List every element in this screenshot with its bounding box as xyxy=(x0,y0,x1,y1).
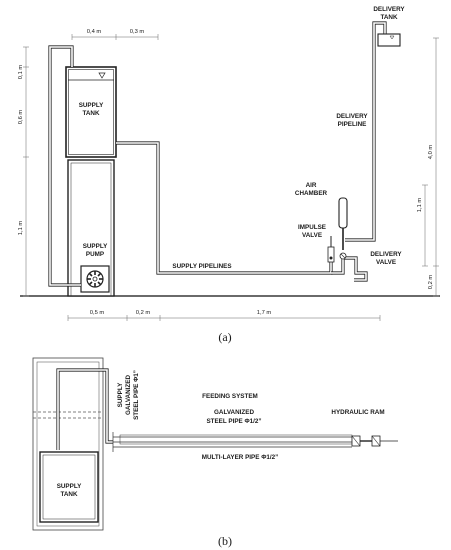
delivery-tank xyxy=(377,33,401,47)
supply-pipe-label-3: STEEL PIPE Φ1” xyxy=(133,370,140,420)
dim-bottom-3: 1,7 m xyxy=(257,310,272,316)
panel-a-elevation: SUPPLY TANK SUPPLY PUMP SUPPLY PIPELINES xyxy=(18,6,440,344)
air-chamber-label-1: AIR xyxy=(306,182,317,189)
dim-left-top: 0,1 m xyxy=(18,65,24,80)
supply-tank-label-1: SUPPLY xyxy=(79,102,104,109)
dim-right-big: 4,0 m xyxy=(428,145,434,160)
dim-top-right: 0,3 m xyxy=(130,29,145,35)
plan-supply-tank xyxy=(39,451,99,523)
air-chamber xyxy=(338,197,348,250)
dim-top-left: 0,4 m xyxy=(87,29,102,35)
dim-left-mid: 0,6 m xyxy=(18,110,24,125)
galvanized-label-2: STEEL PIPE Φ1/2” xyxy=(206,418,261,425)
hidden-section-line xyxy=(33,411,103,419)
galvanized-label-1: GALVANIZED xyxy=(214,409,254,416)
impulse-valve-label-2: VALVE xyxy=(302,232,322,239)
panel-b-plan: SUPPLY TANK SUPPLY GALVANIZED STEEL PIPE… xyxy=(32,357,398,548)
feeding-system-label: FEEDING SYSTEM xyxy=(202,393,258,400)
dimension-left xyxy=(23,46,29,297)
pump-blades-icon xyxy=(87,271,103,287)
supply-pipeline xyxy=(116,141,333,275)
delivery-tank-label-1: DELIVERY xyxy=(373,6,405,13)
dim-bottom-2: 0,2 m xyxy=(136,310,151,316)
dim-bottom-1: 0,5 m xyxy=(90,310,105,316)
delivery-tank-label-2: TANK xyxy=(380,14,397,21)
delivery-valve-label-2: VALVE xyxy=(376,259,396,266)
caption-a: (a) xyxy=(218,330,231,344)
supply-tank-label-2: TANK xyxy=(82,110,99,117)
water-level-icon xyxy=(98,72,106,79)
pump-riser-pipe xyxy=(48,45,81,287)
impulse-valve xyxy=(327,236,335,263)
ram-body-pipe xyxy=(331,256,368,282)
multilayer-pipe-label: MULTI-LAYER PIPE Φ1/2” xyxy=(202,454,279,461)
caption-b: (b) xyxy=(218,534,232,548)
delivery-pipeline-label-2: PIPELINE xyxy=(338,121,367,128)
supply-pipe-label-1: SUPPLY xyxy=(117,382,124,407)
delivery-valve-label-1: DELIVERY xyxy=(370,251,402,258)
supply-pump-label-2: PUMP xyxy=(86,251,104,258)
supply-tank xyxy=(65,66,117,158)
hydraulic-ram-label: HYDRAULIC RAM xyxy=(331,409,384,416)
delivery-valve xyxy=(339,252,347,260)
plan-supply-tank-label-2: TANK xyxy=(60,491,77,498)
dimension-bottom xyxy=(67,315,381,321)
dim-right-mid: 1,1 m xyxy=(417,198,423,213)
dimension-right xyxy=(422,37,439,297)
dim-left-bottom: 1,1 m xyxy=(18,221,24,236)
delivery-pipeline-label-1: DELIVERY xyxy=(336,113,368,120)
supply-pump-label-1: SUPPLY xyxy=(83,243,108,250)
dimension-top xyxy=(71,34,159,40)
hydraulic-ram xyxy=(351,435,398,447)
feeding-system-pipes xyxy=(112,432,353,452)
dim-right-small: 0,2 m xyxy=(428,275,434,290)
supply-pipe-label-2: GALVANIZED xyxy=(125,375,132,415)
supply-pipelines-label: SUPPLY PIPELINES xyxy=(172,263,231,270)
air-chamber-label-2: CHAMBER xyxy=(295,190,328,197)
impulse-valve-label-1: IMPULSE xyxy=(298,224,326,231)
delivery-pipeline xyxy=(345,21,387,242)
plan-supply-tank-label-1: SUPPLY xyxy=(57,483,82,490)
supply-pipe-loop xyxy=(56,368,113,450)
